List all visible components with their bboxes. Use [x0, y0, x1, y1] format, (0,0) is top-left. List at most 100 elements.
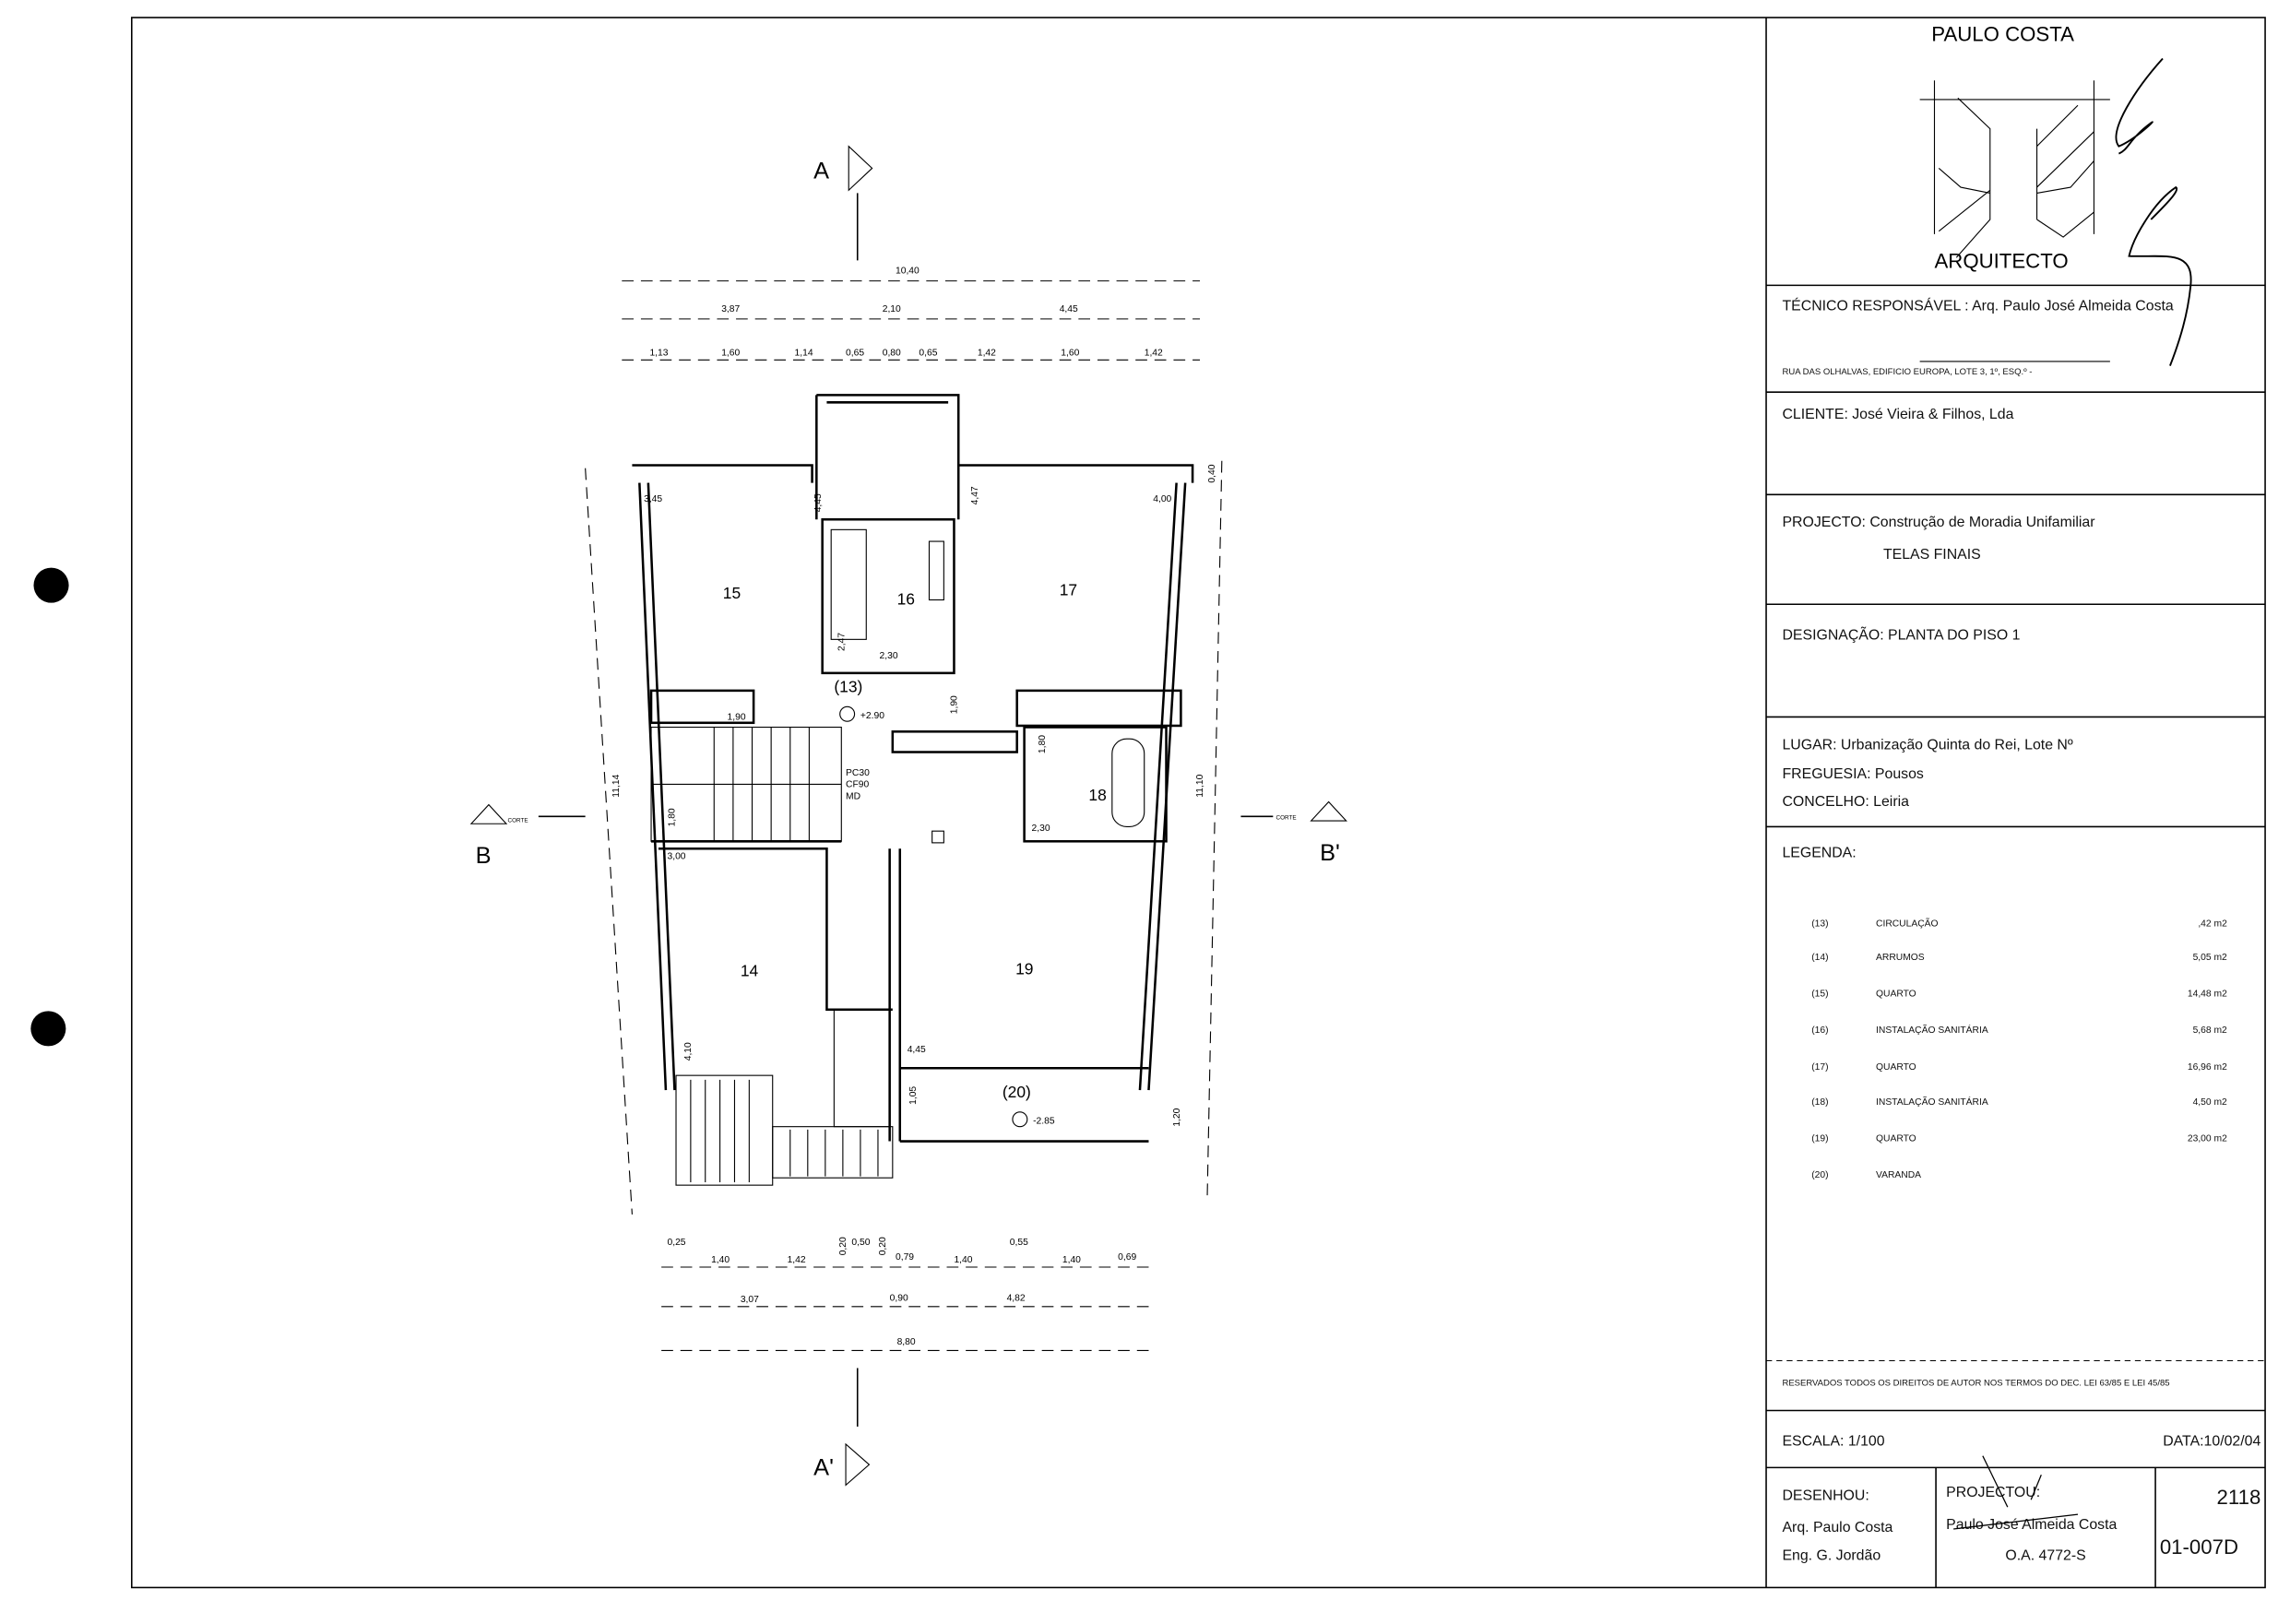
dim-label: 0,90 [890, 1293, 908, 1303]
dim-label: 2,47 [837, 633, 847, 651]
room-label-13: (13) [834, 677, 862, 695]
dim-label: 0,20 [878, 1237, 888, 1255]
svg-text:QUARTO: QUARTO [1876, 1134, 1916, 1144]
section-label-b-prime: B' [1320, 840, 1340, 866]
svg-text:16,96 m2: 16,96 m2 [2188, 1062, 2227, 1073]
dim-label: 0,25 [667, 1238, 685, 1248]
dim-label: 0,50 [851, 1238, 870, 1248]
svg-text:5,68 m2: 5,68 m2 [2193, 1025, 2227, 1036]
door-note: MD [846, 791, 860, 801]
punch-hole [33, 567, 69, 603]
job-number: 2118 [2217, 1486, 2261, 1509]
dim-label: 1,20 [1172, 1108, 1182, 1126]
section-label-a: A [813, 159, 829, 184]
shaft-icon [931, 830, 944, 844]
projectou-label: PROJECTOU: [1946, 1485, 2040, 1500]
dim-label: 4,00 [1153, 494, 1171, 504]
dim-label: 2,30 [880, 651, 898, 661]
svg-text:14,48 m2: 14,48 m2 [2188, 989, 2227, 999]
section-label-a-prime: A' [813, 1454, 834, 1480]
dim-right-total: 11,10 [1195, 774, 1205, 797]
desenhou-name: Eng. G. Jordão [1782, 1547, 1881, 1563]
room-label-17: 17 [1060, 581, 1077, 599]
dim-label: 4,47 [970, 486, 980, 504]
dim-label: 0,65 [846, 349, 864, 359]
projecto-subtitle: TELAS FINAIS [1883, 547, 1981, 563]
dim-label: 0,55 [1010, 1238, 1028, 1248]
dim-label: 2,30 [1032, 824, 1050, 834]
dim-label: 0,79 [896, 1252, 914, 1262]
desenhou-label: DESENHOU: [1782, 1488, 1869, 1503]
projectou-name: Paulo José Almeida Costa [1946, 1517, 2117, 1533]
cliente: CLIENTE: José Vieira & Filhos, Lda [1782, 407, 2013, 422]
plan: 10,40 3,87 2,10 4,45 1,13 1,60 1,14 0,65… [469, 145, 1347, 1487]
svg-text:(16): (16) [1811, 1025, 1828, 1036]
dim-label: 1,80 [667, 808, 677, 826]
dim-label: 1,60 [1061, 349, 1079, 359]
dim-label: 1,90 [950, 695, 960, 714]
svg-text:(20): (20) [1811, 1170, 1828, 1180]
desenhou-name: Arq. Paulo Costa [1782, 1520, 1893, 1535]
dim-total-top: 10,40 [896, 267, 920, 277]
dim-label: 1,90 [728, 713, 746, 723]
dim-label: 4,10 [683, 1042, 694, 1061]
level-mark-icon [1012, 1111, 1028, 1128]
svg-text:,42 m2: ,42 m2 [2198, 919, 2227, 929]
level-mark-icon [839, 705, 856, 722]
door-note: CF90 [846, 780, 869, 790]
dim-label: 3,07 [741, 1295, 759, 1305]
bathroom-18-walls [1023, 726, 1168, 843]
dim-label: 0,80 [883, 349, 901, 359]
signature [1953, 1455, 2079, 1530]
punch-hole [30, 1011, 66, 1047]
svg-text:(13): (13) [1811, 919, 1828, 929]
section-label-b: B [476, 843, 492, 869]
legend-row: (20)VARANDA [1811, 1170, 1921, 1180]
svg-text:23,00 m2: 23,00 m2 [2188, 1134, 2227, 1144]
sheet-border [131, 17, 2266, 1589]
dim-label: 0,69 [1118, 1252, 1136, 1262]
svg-text:4,50 m2: 4,50 m2 [2193, 1097, 2227, 1108]
level-balcony: -2.85 [1033, 1117, 1055, 1127]
dim-total-bottom: 8,80 [897, 1337, 916, 1347]
svg-text:(15): (15) [1811, 989, 1828, 999]
room-label-16: 16 [897, 589, 915, 608]
walls [632, 394, 1194, 1143]
dim-label: 4,82 [1007, 1293, 1026, 1303]
svg-text:QUARTO: QUARTO [1876, 1062, 1916, 1073]
legend-row: (19) QUARTO 23,00 m2 [1811, 1134, 2227, 1144]
door-note: PC30 [846, 768, 870, 778]
dim-label: 1,40 [711, 1255, 730, 1265]
dim-label: 3,00 [667, 851, 685, 861]
bathtub [1111, 738, 1145, 827]
legend-row: (13)CIRCULAÇÃO,42 m2 [1811, 917, 2227, 929]
svg-text:(19): (19) [1811, 1134, 1828, 1144]
svg-text:(17): (17) [1811, 1062, 1828, 1073]
dim-label: 1,80 [1038, 735, 1048, 753]
inner-dimensions: 3,45 4,45 4,47 4,00 2,47 2,30 1,90 1,90 … [644, 486, 1171, 1105]
projecto: PROJECTO: Construção de Moradia Unifamil… [1782, 515, 2095, 530]
logo-title: ARQUITECTO [1934, 249, 2068, 272]
freguesia: FREGUESIA: Pousos [1782, 766, 1923, 782]
title-block: PAULO COSTA ARQUITECTO TÉCNICO RESPONSÁV… [1766, 22, 2266, 1588]
projectou-registration: O.A. 4772-S [2005, 1547, 2085, 1563]
logo-name: PAULO COSTA [1931, 22, 2074, 45]
dim-label: 4,45 [813, 493, 824, 512]
dim-label: 1,40 [1062, 1255, 1081, 1265]
room-label-20: (20) [1003, 1083, 1031, 1101]
dim-label: 1,14 [795, 349, 813, 359]
dim-label: 0,65 [919, 349, 937, 359]
svg-text:INSTALAÇÃO SANITÁRIA: INSTALAÇÃO SANITÁRIA [1876, 1096, 1988, 1108]
room-label-18: 18 [1088, 786, 1106, 804]
dim-label: 1,40 [954, 1255, 972, 1265]
room-label-14: 14 [741, 961, 759, 979]
dim-label: 4,45 [908, 1045, 926, 1055]
bottom-dimensions: 0,25 1,40 1,42 0,20 0,50 0,20 0,79 1,40 … [661, 1237, 1157, 1351]
